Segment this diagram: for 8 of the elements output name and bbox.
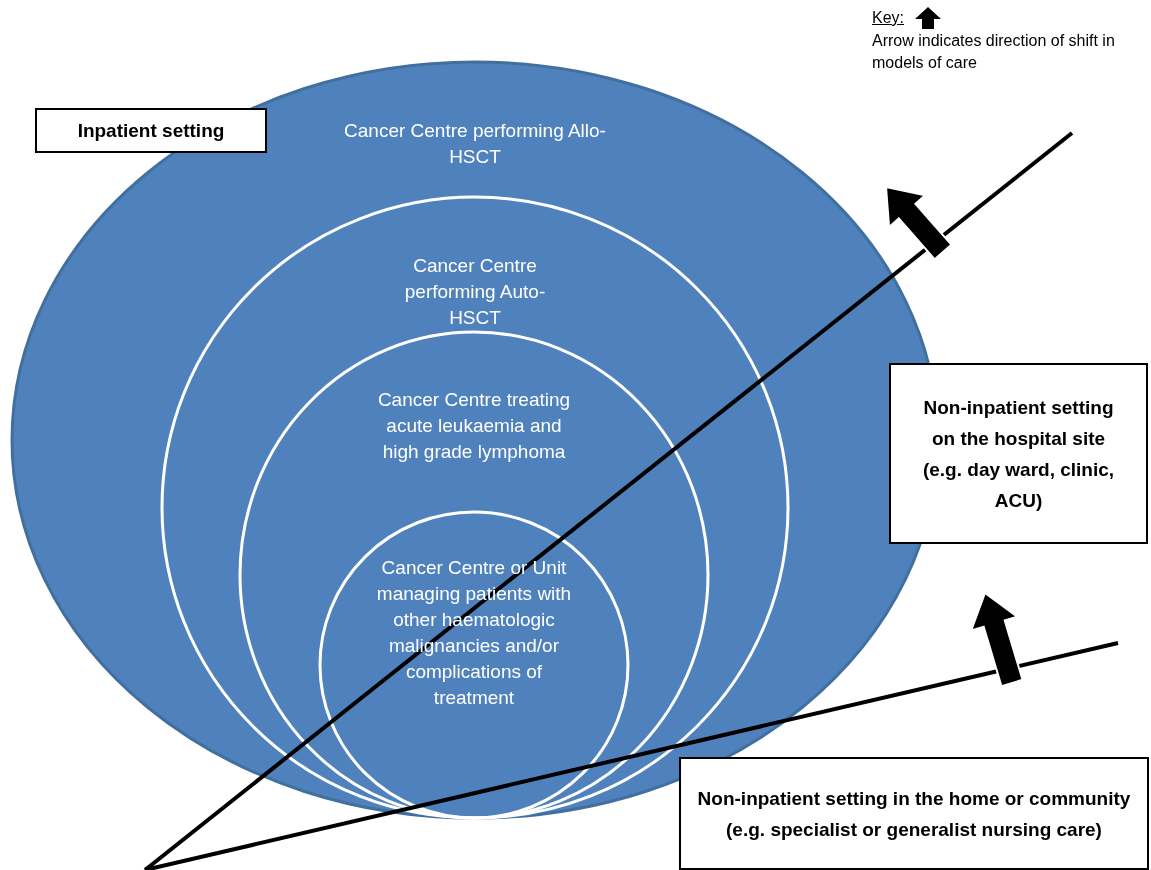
setting-box: Non-inpatient setting in the home or community (e.g. specialist or generalist nursing care) (679, 757, 1149, 870)
ellipse-label: Cancer Centre treating acute leukaemia and high grade lymphoma (376, 388, 572, 464)
ellipse-label: Cancer Centre performing Auto-HSCT (403, 254, 547, 330)
legend-text: Arrow indicates direction of shift in models of care (872, 31, 1116, 73)
ellipse-label: Cancer Centre performing Allo-HSCT (343, 119, 607, 169)
setting-box: Non-inpatient setting on the hospital site (e.g. day ward, clinic, ACU) (889, 363, 1148, 544)
key-heading: Key: (872, 8, 904, 28)
setting-box: Inpatient setting (35, 108, 267, 153)
